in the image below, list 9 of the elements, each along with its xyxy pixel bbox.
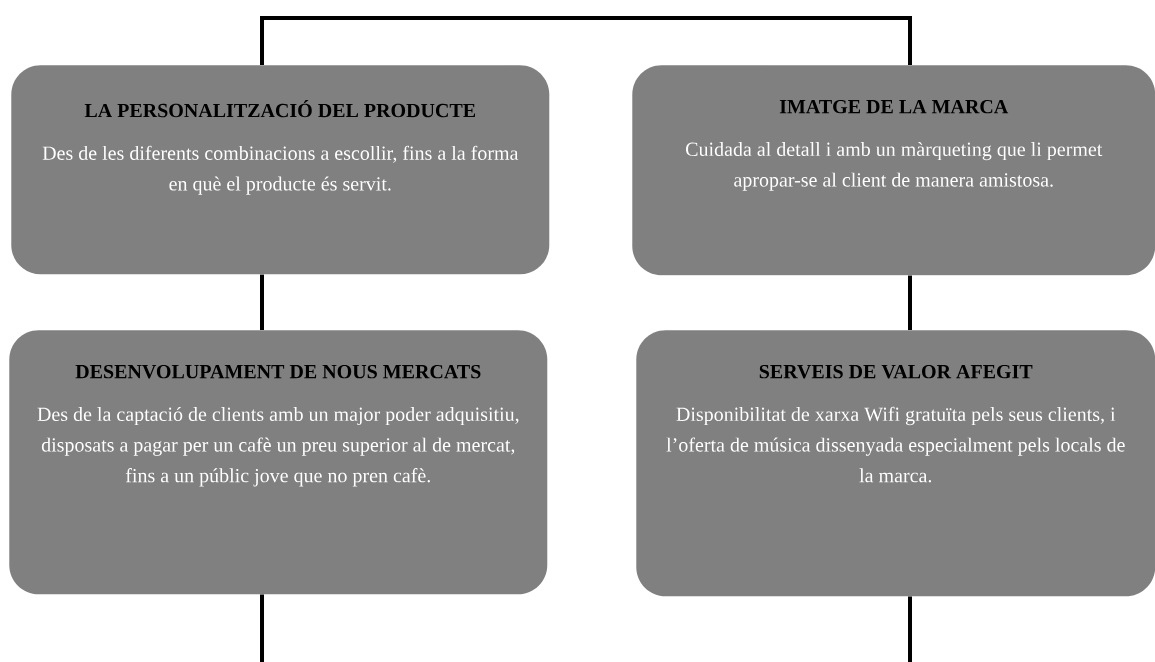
text-box: LA PERSONALITZACIÓ DEL PRODUCTE Des de les diferents combinacions a escollir, fins a la forma en què el producte és servit. bbox=[11, 65, 550, 275]
text-box: DESENVOLUPAMENT DE NOUS MERCATS Des de la captació de clients amb un major poder adquisitiu, disposats a pagar per un cafè un preu superior al de mercat, fins a un públic jove que no pren cafè. bbox=[9, 330, 548, 595]
connector-line bbox=[260, 594, 264, 662]
connector-line bbox=[260, 16, 912, 65]
connector-line bbox=[908, 275, 912, 330]
connector-line bbox=[260, 274, 264, 330]
text-box: SERVEIS DE VALOR AFEGIT Disponibilitat de xarxa Wifi gratuïta pels seus clients, i l’oferta de música dissenyada especialment pels locals de la marca. bbox=[636, 330, 1155, 597]
connector-line bbox=[908, 596, 912, 662]
text-box: IMATGE DE LA MARCA Cuidada al detall i amb un màrqueting que li permet apropar-se al client de manera amistosa. bbox=[632, 65, 1155, 276]
